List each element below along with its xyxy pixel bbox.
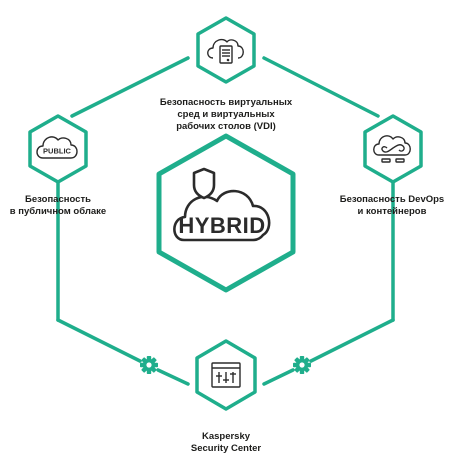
shield-icon [192,167,216,200]
node-bottom [195,339,257,411]
hybrid-cloud-icon: HYBRID [173,167,271,242]
label-right: Безопасность DevOps и контейнеров [339,194,445,217]
server-cloud-icon [207,38,244,64]
line-right-bottom-seg2 [309,318,395,363]
devops-cloud-icon [373,135,411,163]
line-left-bottom-seg2 [56,318,142,363]
line-left-bottom-seg3 [156,368,190,386]
line-top-right [262,56,380,118]
hybrid-icon-text: HYBRID [178,213,265,238]
label-top: Безопасность виртуальных сред и виртуаль… [159,97,293,132]
gear-icon [293,356,311,374]
public-icon-text: PUBLIC [43,147,72,156]
node-left: PUBLIC [28,114,88,184]
label-left: Безопасность в публичном облаке [9,194,107,217]
node-center: HYBRID [156,133,296,293]
line-right-bottom-seg3 [262,368,295,386]
node-top [196,16,256,84]
line-left-top [70,56,190,118]
gear-icon [140,356,158,374]
node-right-hexagon [363,114,423,184]
connector-lines [56,56,395,386]
settings-window-icon [211,362,241,388]
public-cloud-icon: PUBLIC [36,136,78,159]
label-bottom: Kaspersky Security Center [190,431,262,454]
node-right [363,114,423,184]
